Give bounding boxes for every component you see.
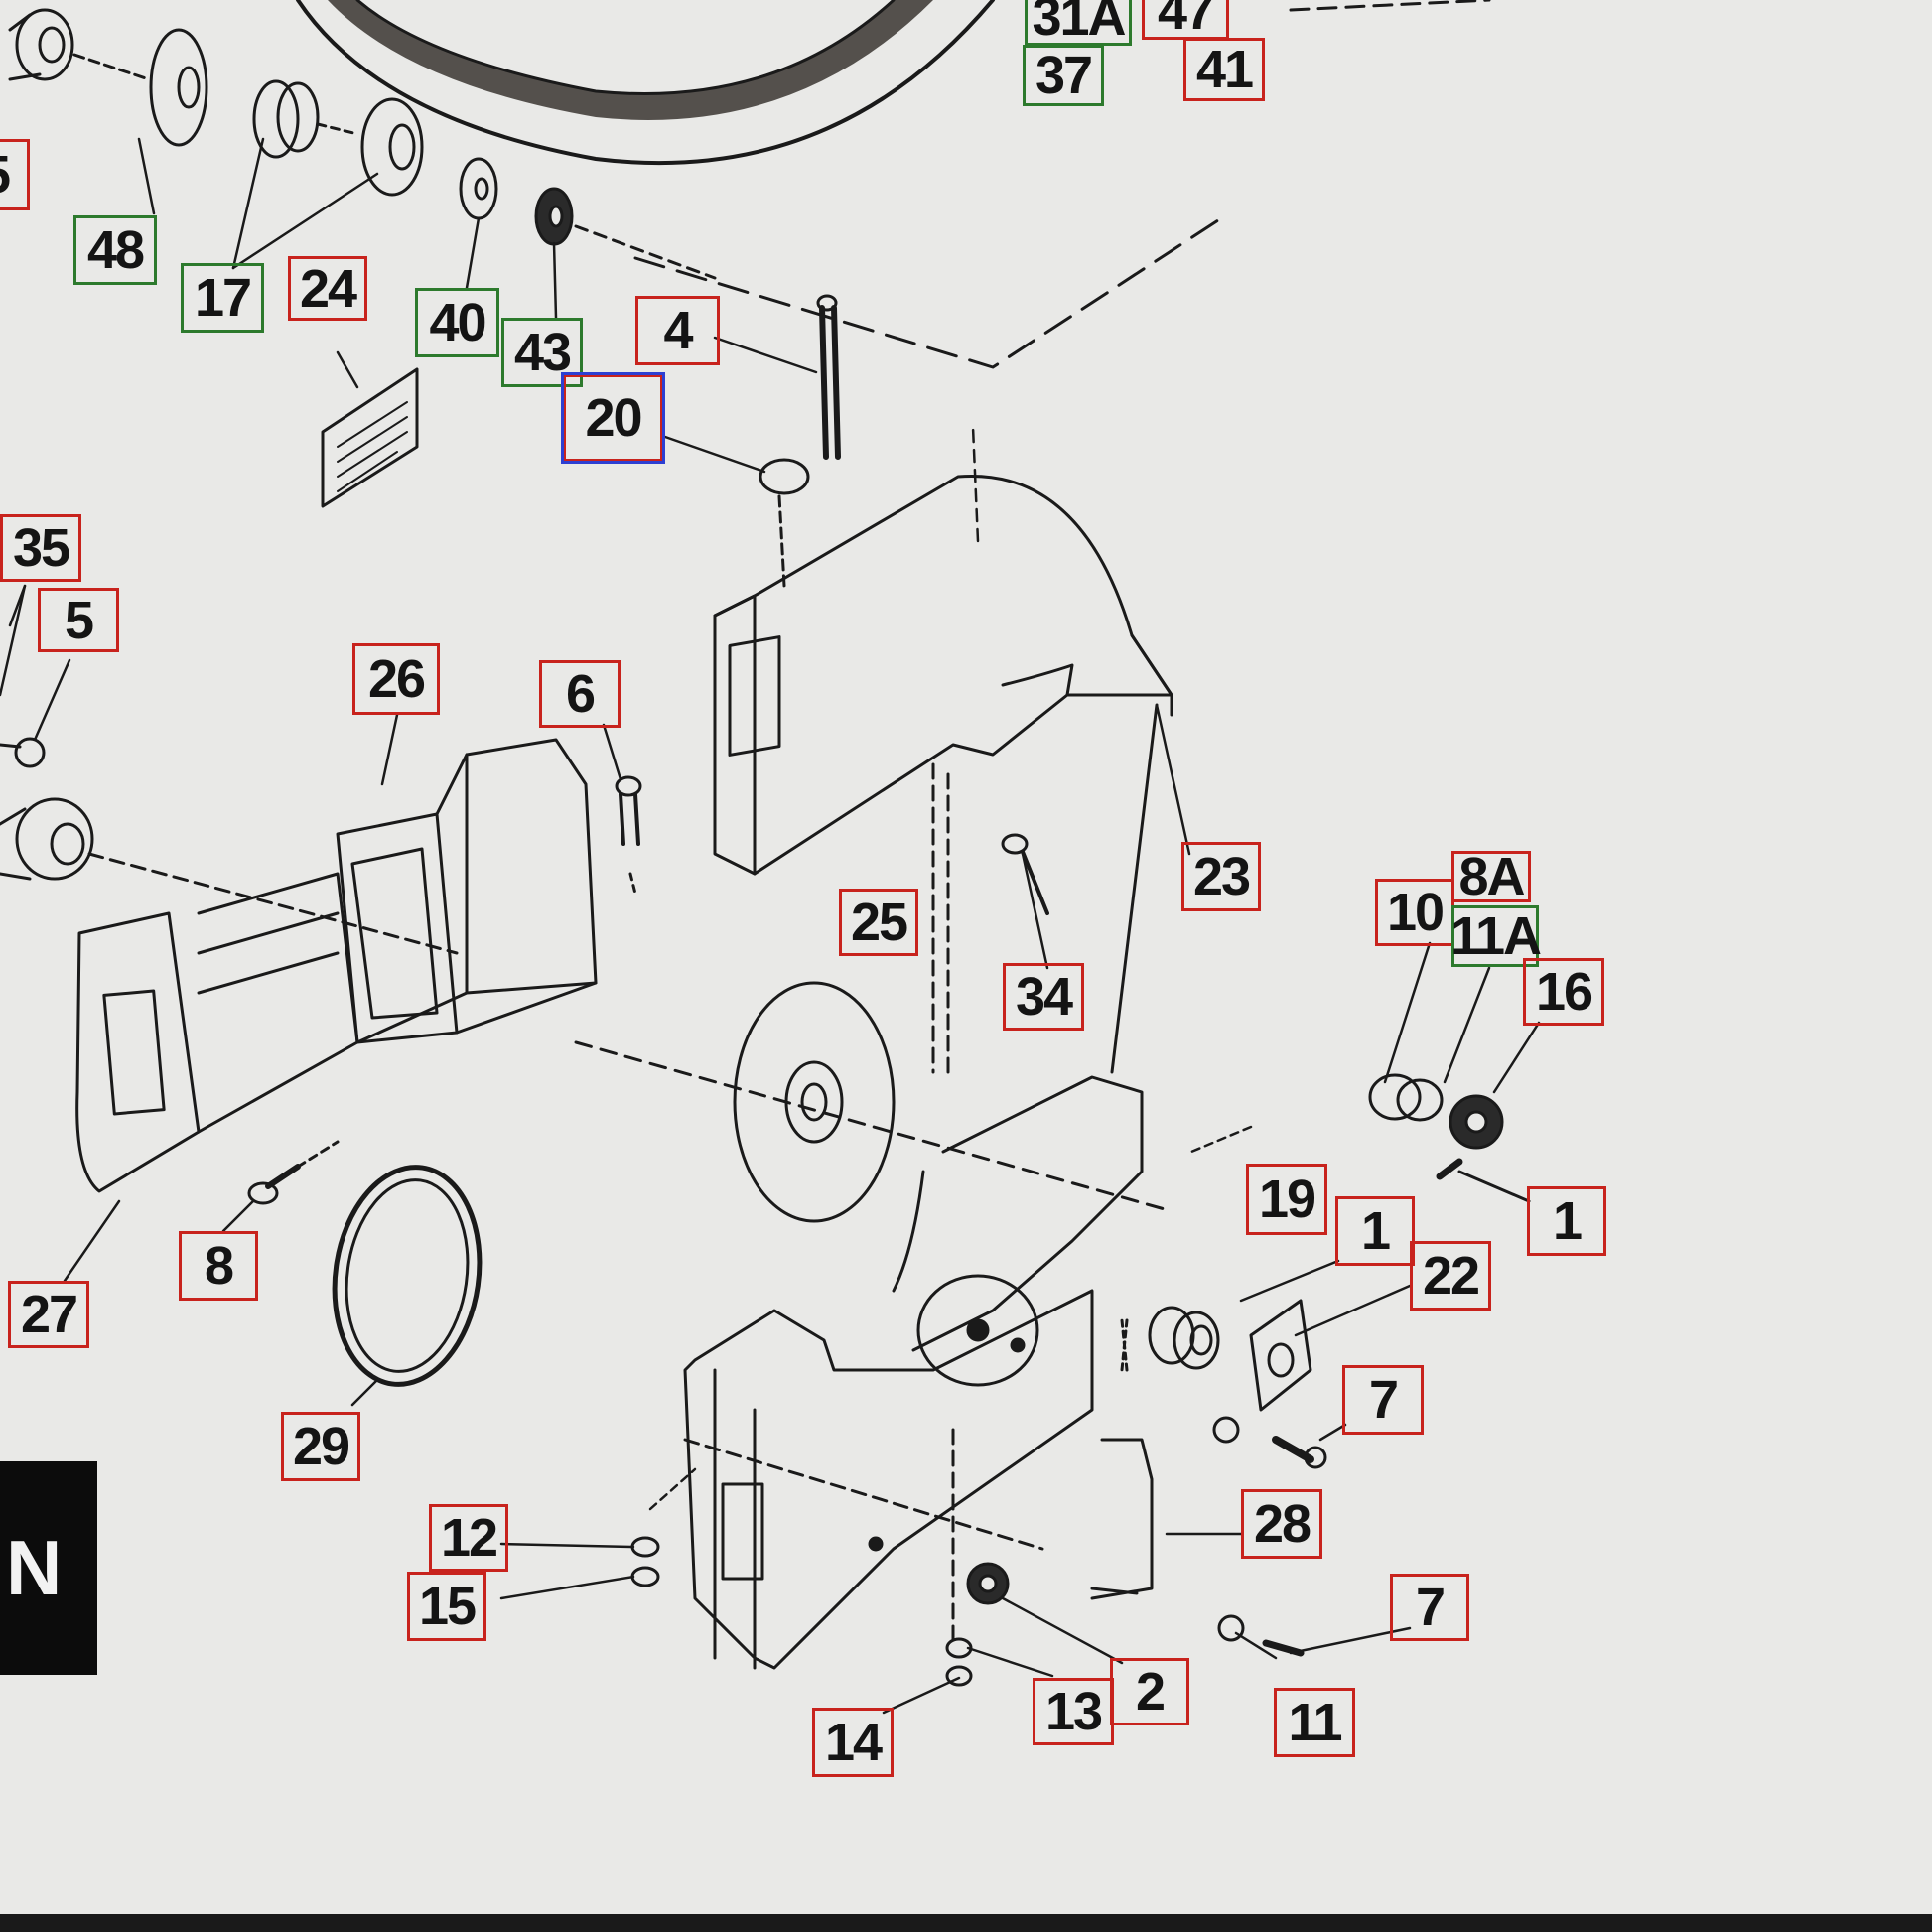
main-housing-23	[574, 474, 1173, 1670]
callout-12: 12	[429, 1504, 508, 1572]
callout-7a: 7	[1342, 1365, 1424, 1435]
callout-37: 37	[1023, 45, 1104, 106]
callout-7b: 7	[1390, 1574, 1469, 1641]
callout-34: 34	[1003, 963, 1084, 1031]
cap-20	[759, 458, 810, 588]
screw-7	[1272, 1436, 1327, 1469]
callout-29: 29	[281, 1412, 360, 1481]
gasket-ring-29	[332, 1165, 483, 1387]
callout-26: 26	[352, 643, 440, 715]
callout-5: 5	[38, 588, 119, 652]
callout-43: 43	[501, 318, 583, 387]
callout-8a: 8A	[1451, 850, 1531, 903]
callout-6: 6	[539, 660, 621, 728]
callout-10: 10	[1375, 879, 1454, 946]
monitor-bezel-edge	[0, 1914, 1932, 1932]
pin-4	[816, 294, 841, 460]
callout-1b: 1	[1527, 1186, 1606, 1256]
roller-19	[1120, 1306, 1220, 1372]
spring-10	[1368, 1073, 1444, 1122]
callout-27: 27	[8, 1281, 89, 1348]
callout-15: 15	[407, 1572, 486, 1641]
screw-8	[247, 1140, 340, 1205]
lens-plate-27	[75, 852, 459, 1193]
washer-40	[459, 157, 498, 220]
pin-1	[1436, 1158, 1531, 1203]
plate-22	[1212, 1299, 1312, 1444]
bearing-17	[252, 79, 424, 197]
bolt-35	[0, 737, 46, 768]
callout-13: 13	[1033, 1678, 1114, 1745]
callout-40: 40	[415, 288, 499, 357]
callout-24: 24	[288, 256, 367, 321]
callout-41: 41	[1183, 38, 1265, 101]
bushing-left	[0, 797, 94, 881]
callout-48: 48	[73, 215, 157, 285]
callout-28: 28	[1241, 1489, 1322, 1559]
washer-48	[72, 28, 208, 147]
callout-8: 8	[179, 1231, 258, 1301]
callout-2: 2	[1110, 1658, 1189, 1725]
screw-34	[1001, 833, 1049, 915]
nameplate-24	[321, 367, 419, 508]
callout-16: 16	[1523, 958, 1604, 1026]
callout-31a: 31A	[1025, 0, 1132, 46]
bracket-28	[1090, 1438, 1154, 1600]
callout-11a: 11A	[1449, 905, 1542, 967]
callout-22: 22	[1410, 1241, 1491, 1311]
bushing-top-left	[8, 8, 74, 81]
callout-5-top: 5	[0, 139, 30, 210]
top-cover-ring	[296, 0, 995, 166]
nut-43	[534, 187, 717, 280]
callout-19: 19	[1246, 1164, 1327, 1235]
section-letter-tab: N	[0, 1461, 97, 1675]
screw-6	[615, 775, 642, 896]
callout-17: 17	[181, 263, 264, 333]
nut-2	[966, 1562, 1010, 1605]
callout-35: 35	[0, 514, 81, 582]
callout-47: 47	[1142, 0, 1229, 40]
washers-12-15	[630, 1536, 660, 1587]
callout-11: 11	[1274, 1688, 1355, 1757]
knob-16	[1449, 1094, 1504, 1150]
callout-25: 25	[839, 889, 918, 956]
callout-4: 4	[635, 296, 720, 365]
callout-20: 20	[561, 372, 665, 464]
callout-14: 14	[812, 1708, 894, 1777]
callout-1a: 1	[1335, 1196, 1415, 1266]
callout-23: 23	[1181, 842, 1261, 911]
lens-holder-26	[336, 738, 598, 1044]
leader-lines	[0, 137, 1541, 1715]
